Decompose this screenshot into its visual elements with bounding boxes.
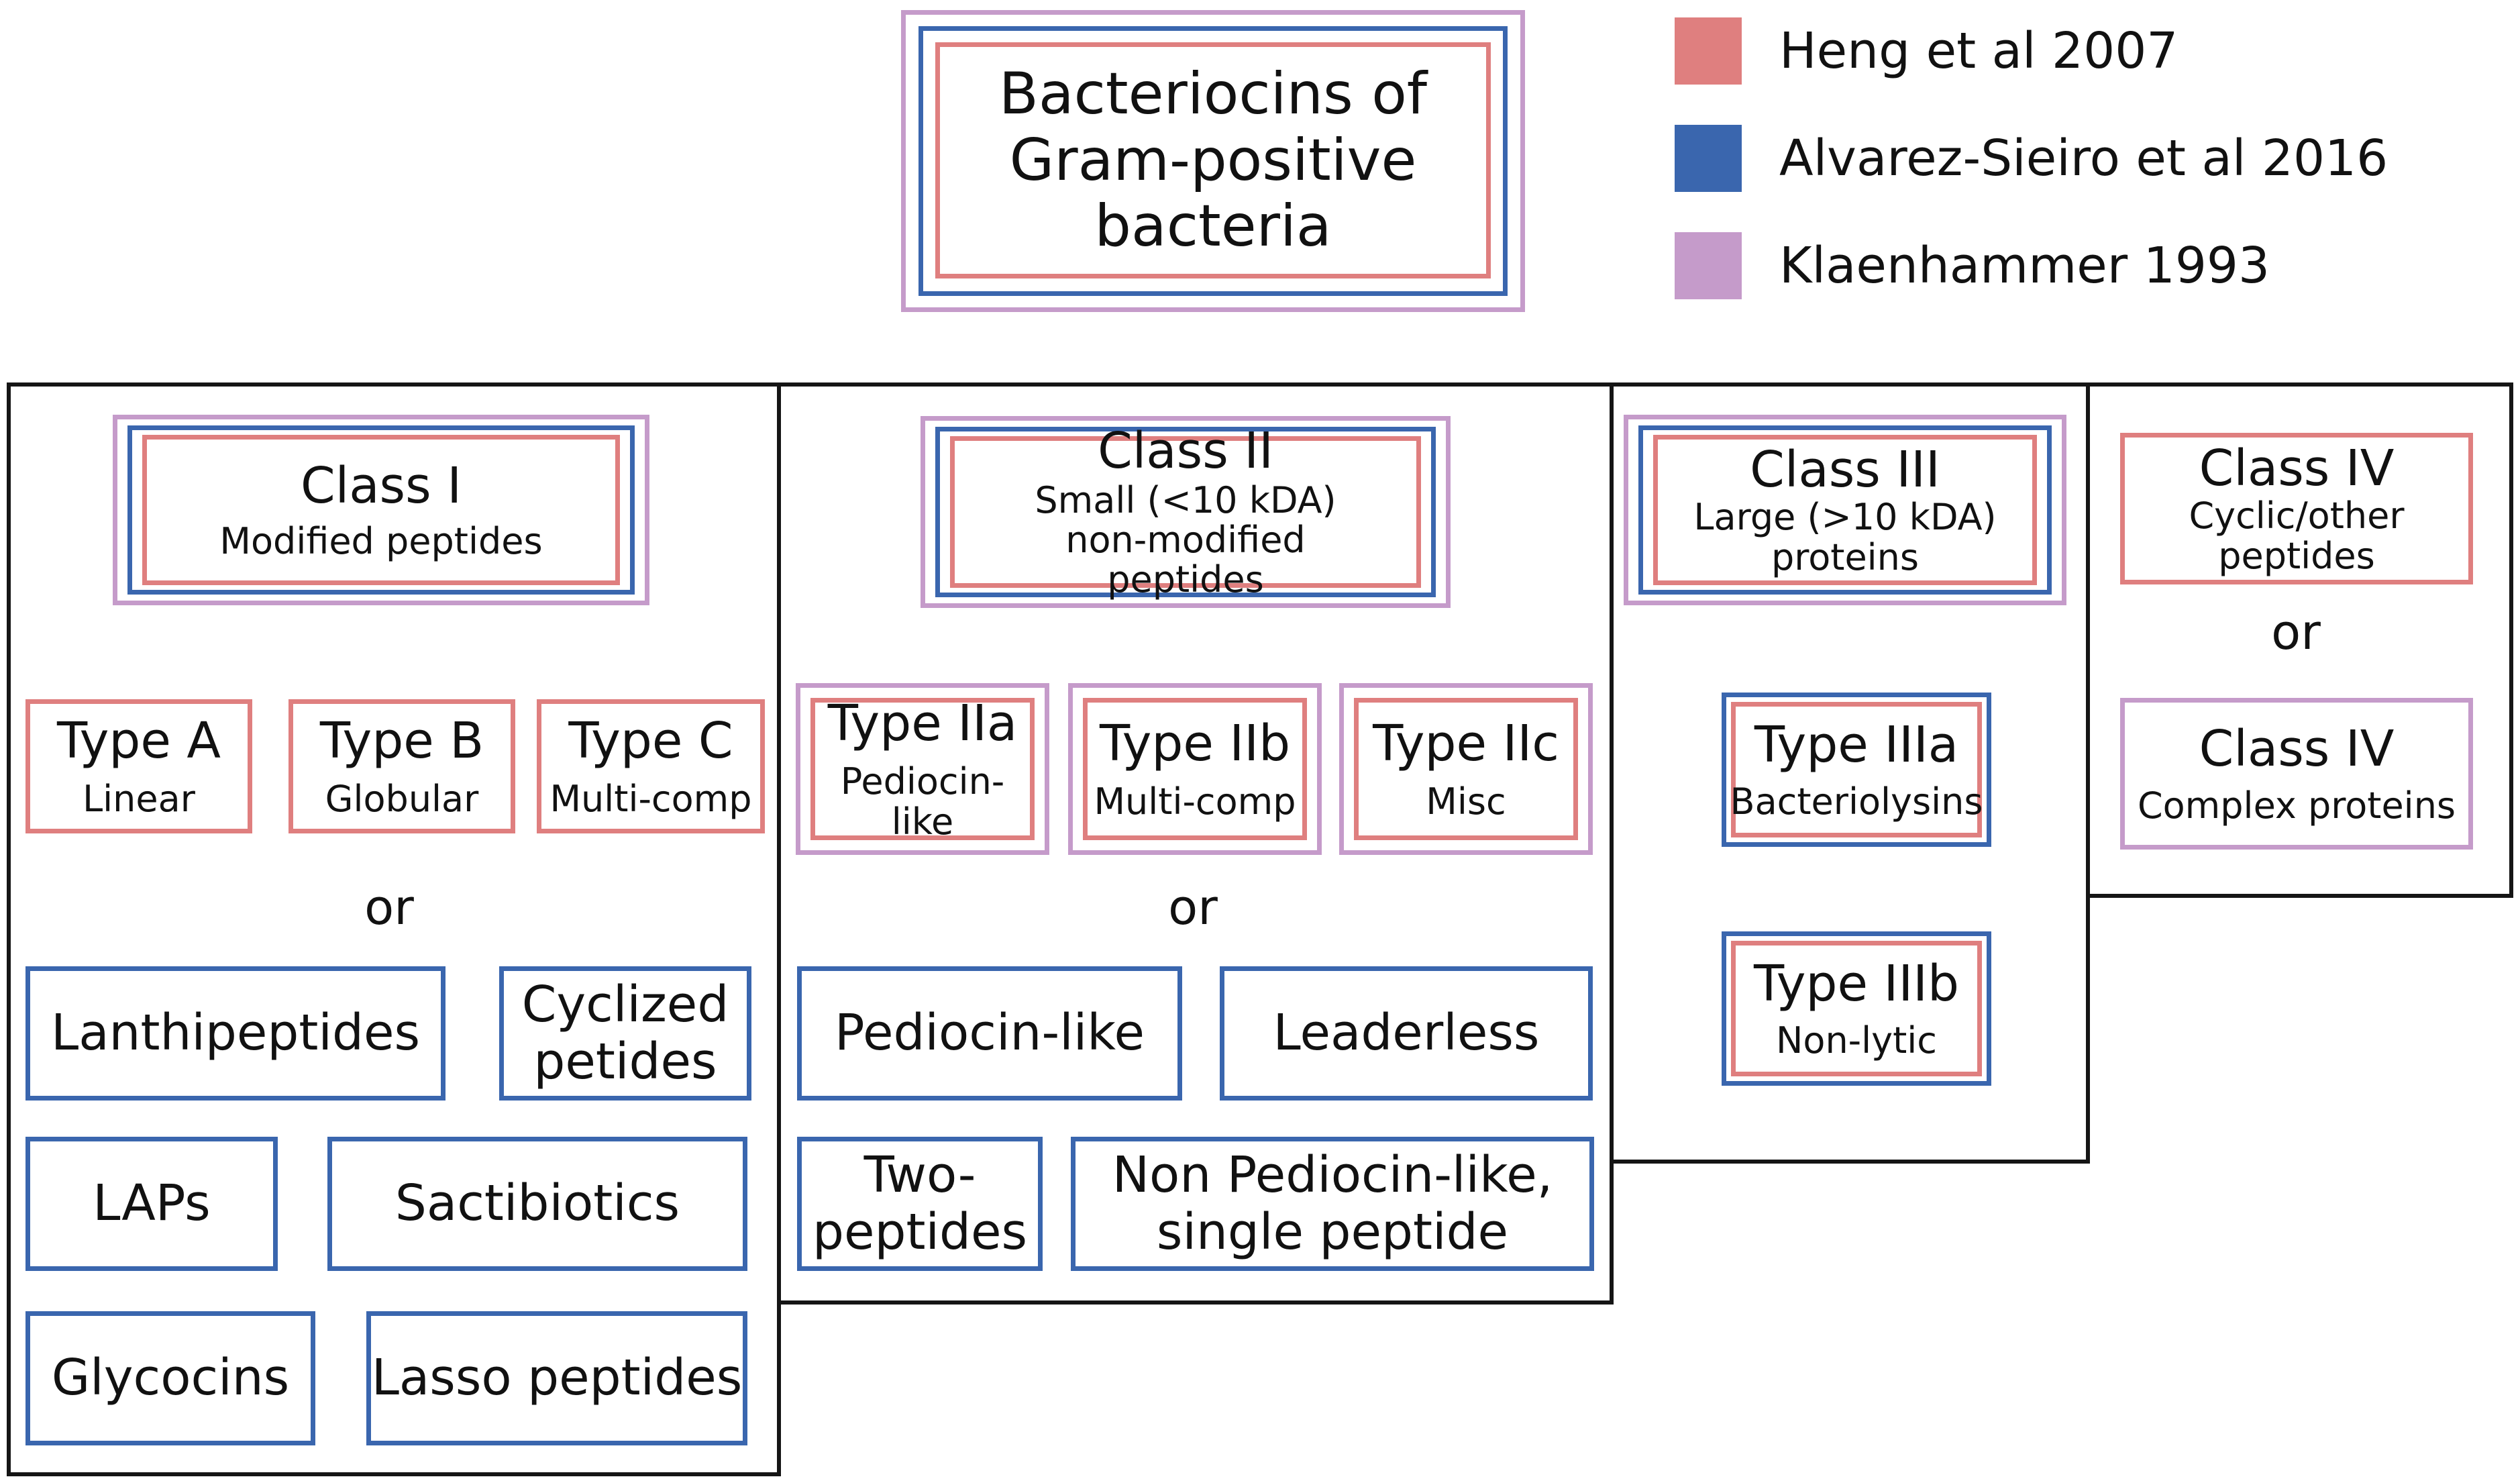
type-iic-desc: Misc — [1426, 780, 1506, 823]
type-c-name: Type C — [568, 711, 733, 770]
type-iiib-name: Type IIIb — [1754, 954, 1959, 1013]
type-iiib-box: Type IIIb Non-lytic — [1731, 941, 1982, 1076]
title-line-1: Bacteriocins of — [998, 60, 1428, 127]
cyclized-petides-label: Cyclized petides — [521, 975, 729, 1090]
type-iia-name: Type IIa — [827, 694, 1018, 752]
class3-subtitle: Large (>10 kDA) proteins — [1693, 496, 1997, 578]
lasso-peptides-box: Lasso peptides — [366, 1311, 747, 1445]
class2-subtitle: Small (<10 kDA) non-modified peptides — [1035, 478, 1336, 601]
non-pediocin-like-box: Non Pediocin-like, single peptide — [1071, 1137, 1594, 1271]
type-iiia-desc: Bacteriolysins — [1730, 780, 1983, 823]
title-line-3: bacteria — [1094, 193, 1332, 260]
class4-heng-box: Class IV Cyclic/other peptides — [2120, 433, 2473, 584]
type-b-box: Type B Globular — [288, 699, 515, 833]
legend-swatch-heng — [1675, 17, 1742, 85]
class1-subtitle: Modified peptides — [219, 520, 543, 562]
type-iiib-desc: Non-lytic — [1776, 1019, 1937, 1062]
cyclized-petides-box: Cyclized petides — [499, 966, 751, 1101]
class1-or: or — [364, 879, 414, 935]
type-a-desc: Linear — [83, 778, 195, 820]
type-iib-desc: Multi-comp — [1094, 780, 1296, 823]
class4-klaenhammer-box: Class IV Complex proteins — [2120, 698, 2473, 850]
type-a-box: Type A Linear — [25, 699, 252, 833]
class4-or: or — [2271, 604, 2321, 660]
non-pediocin-like-label: Non Pediocin-like, single peptide — [1112, 1145, 1553, 1261]
laps-label: LAPs — [93, 1174, 211, 1233]
lasso-peptides-label: Lasso peptides — [371, 1349, 743, 1407]
class4-klaenhammer-title: Class IV — [2199, 719, 2395, 778]
class3-header-mid — [1638, 425, 2052, 595]
pediocin-like-box: Pediocin-like — [797, 966, 1182, 1101]
title-box: Bacteriocins of Gram-positive bacteria — [935, 42, 1491, 278]
class3-header: Class III Large (>10 kDA) proteins — [1653, 435, 2037, 585]
type-iic-outer — [1339, 683, 1593, 855]
leaderless-label: Leaderless — [1273, 1004, 1540, 1062]
glycocins-box: Glycocins — [25, 1311, 315, 1445]
title-line-2: Gram-positive — [1009, 126, 1417, 194]
legend-label-alvarez: Alvarez-Sieiro et al 2016 — [1779, 130, 2388, 187]
type-iiia-outer — [1722, 693, 1991, 847]
type-iic-box: Type IIc Misc — [1354, 698, 1578, 840]
sactibiotics-label: Sactibiotics — [395, 1174, 680, 1233]
type-iia-outer — [796, 683, 1049, 855]
type-c-desc: Multi-comp — [549, 778, 752, 820]
class1-title: Class I — [300, 456, 462, 515]
legend-swatch-alvarez — [1675, 125, 1742, 192]
class4-heng-title: Class IV — [2199, 439, 2395, 497]
two-peptides-label: Two-peptides — [812, 1145, 1028, 1261]
legend-label-klaenhammer: Klaenhammer 1993 — [1779, 237, 2270, 295]
lanthipeptides-box: Lanthipeptides — [25, 966, 445, 1101]
class2-or: or — [1168, 879, 1218, 935]
class4-heng-subtitle: Cyclic/other peptides — [2189, 495, 2405, 577]
title-box-outer — [901, 10, 1525, 312]
class3-header-outer — [1624, 415, 2066, 605]
class2-header-outer — [921, 416, 1451, 608]
type-iia-desc: Pediocin-like — [840, 760, 1005, 843]
type-iib-box: Type IIb Multi-comp — [1083, 698, 1307, 840]
legend-swatch-klaenhammer — [1675, 232, 1742, 299]
class1-header: Class I Modified peptides — [142, 435, 620, 585]
pediocin-like-label: Pediocin-like — [834, 1004, 1145, 1062]
legend: Heng et al 2007 Alvarez-Sieiro et al 201… — [1675, 17, 2480, 306]
glycocins-label: Glycocins — [51, 1349, 290, 1407]
class1-header-outer — [113, 415, 649, 605]
type-iiia-name: Type IIIa — [1754, 715, 1959, 774]
class2-header: Class II Small (<10 kDA) non-modified pe… — [950, 423, 1421, 600]
class1-header-mid — [127, 425, 635, 595]
type-b-desc: Globular — [325, 778, 479, 820]
type-iia-box: Type IIa Pediocin-like — [810, 694, 1035, 843]
class3-title: Class III — [1750, 440, 1940, 499]
type-a-name: Type A — [56, 711, 221, 770]
class2-header-mid — [935, 427, 1436, 597]
type-iiia-box: Type IIIa Bacteriolysins — [1730, 702, 1983, 837]
title-box-mid — [918, 26, 1508, 296]
class2-title: Class II — [1098, 422, 1273, 480]
sactibiotics-box: Sactibiotics — [327, 1137, 747, 1271]
leaderless-box: Leaderless — [1220, 966, 1593, 1101]
two-peptides-box: Two-peptides — [797, 1137, 1043, 1271]
type-iic-name: Type IIc — [1373, 714, 1559, 772]
type-c-box: Type C Multi-comp — [537, 699, 765, 833]
lanthipeptides-label: Lanthipeptides — [50, 1004, 421, 1062]
class4-klaenhammer-subtitle: Complex proteins — [2137, 784, 2456, 827]
type-b-name: Type B — [319, 711, 484, 770]
type-iib-name: Type IIb — [1099, 714, 1291, 772]
laps-box: LAPs — [25, 1137, 278, 1271]
legend-label-heng: Heng et al 2007 — [1779, 22, 2178, 80]
class4-panel — [2086, 382, 2513, 898]
type-iib-outer — [1068, 683, 1322, 855]
type-iiib-outer — [1722, 931, 1991, 1086]
